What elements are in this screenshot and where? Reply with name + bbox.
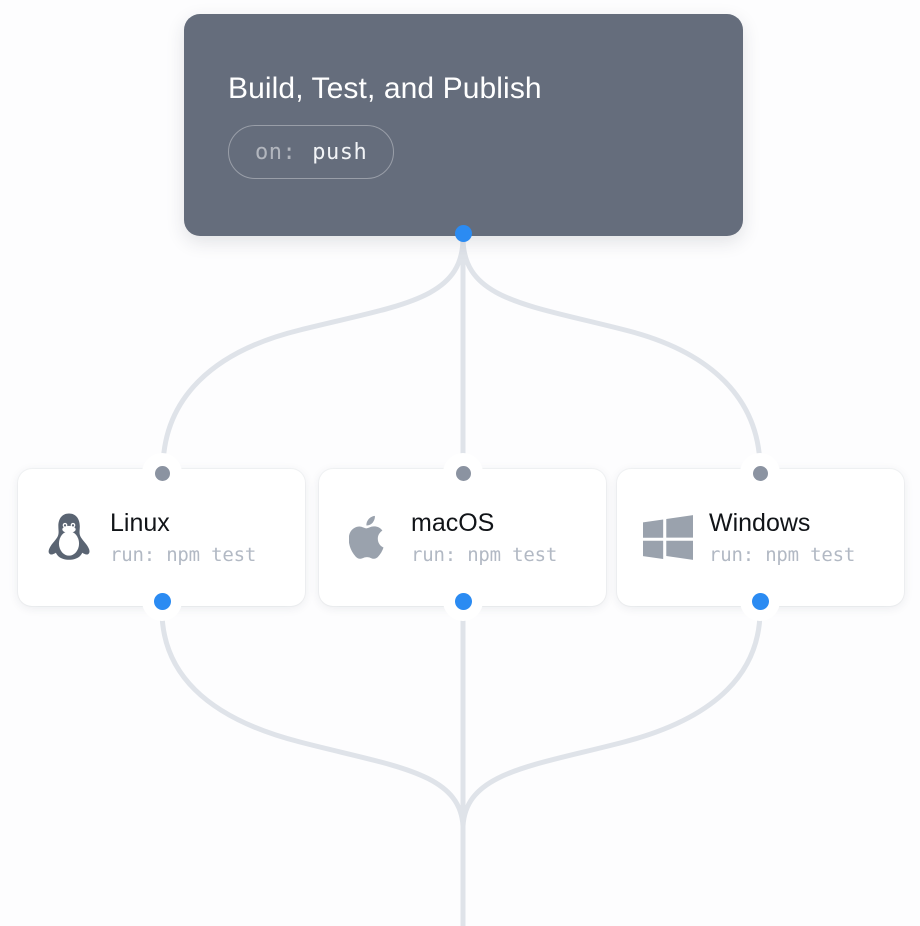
- job-run-windows: run: npm test: [709, 543, 856, 566]
- linux-source-handle[interactable]: [153, 592, 171, 610]
- trigger-source-handle[interactable]: [454, 224, 472, 242]
- edge-windows-to-publish: [460, 603, 763, 829]
- job-text-windows: Windows run: npm test: [709, 509, 855, 566]
- macos-source-handle[interactable]: [454, 592, 472, 610]
- edge-linux-to-publish: [159, 603, 466, 829]
- workflow-trigger-node[interactable]: Build, Test, and Publish on: push: [184, 14, 743, 236]
- job-run-macos: run: npm test: [411, 543, 558, 566]
- edge-trigger-to-linux: [160, 235, 466, 468]
- apple-icon: [343, 509, 397, 567]
- macos-target-handle[interactable]: [455, 465, 471, 481]
- trigger-event-key: on:: [255, 139, 297, 165]
- linux-penguin-icon: [42, 509, 96, 567]
- job-title-linux: Linux: [110, 509, 170, 538]
- job-title-macos: macOS: [411, 509, 495, 538]
- page-title: Build, Test, and Publish: [228, 72, 542, 105]
- trigger-event-value: push: [312, 139, 368, 165]
- job-text-macos: macOS run: npm test: [411, 509, 557, 566]
- linux-target-handle[interactable]: [154, 465, 170, 481]
- windows-target-handle[interactable]: [752, 465, 768, 481]
- job-run-linux: run: npm test: [110, 543, 257, 566]
- windows-icon: [641, 509, 695, 567]
- windows-source-handle[interactable]: [751, 592, 769, 610]
- edge-trigger-to-windows: [460, 235, 763, 468]
- job-text-linux: Linux run: npm test: [110, 509, 256, 566]
- job-title-windows: Windows: [709, 509, 811, 538]
- trigger-event-pill[interactable]: on: push: [228, 125, 395, 179]
